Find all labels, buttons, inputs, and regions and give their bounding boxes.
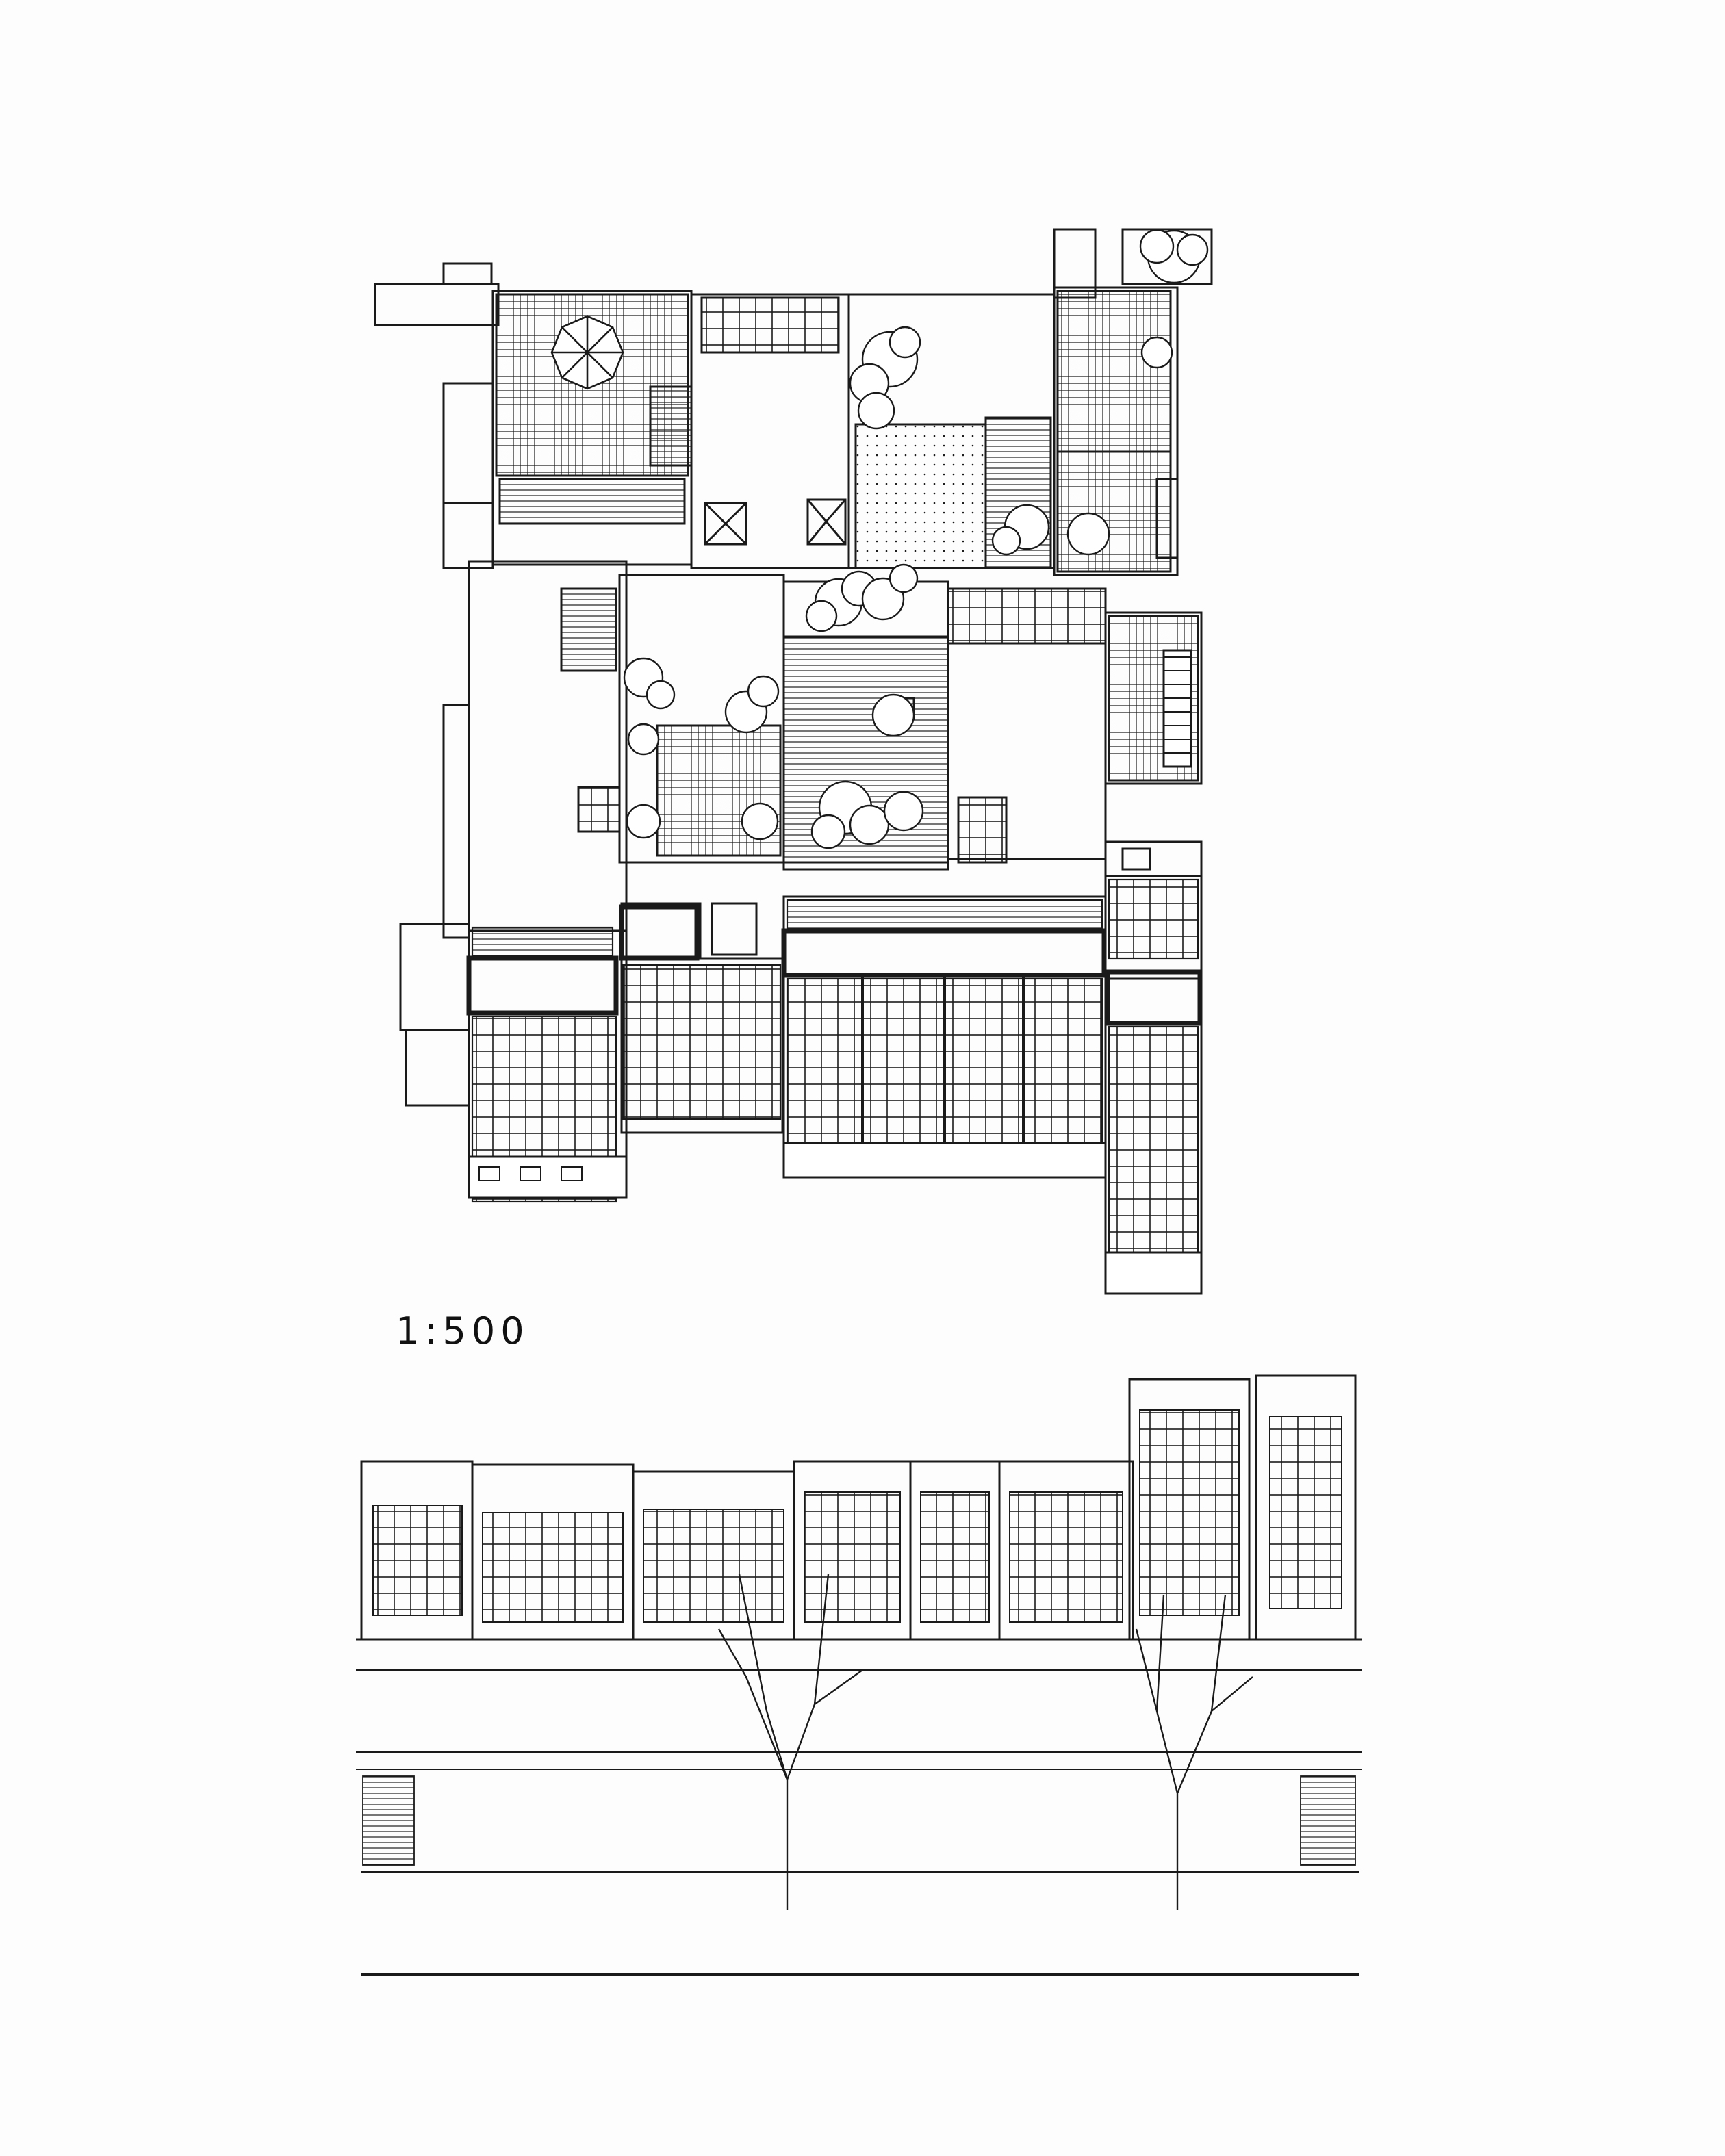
umbrella-symbol [550,315,624,390]
street-elevation [356,1374,1362,1976]
plan-trees [623,229,1209,849]
scale-label: 1:500 [396,1309,530,1352]
street-trees [717,1574,1253,1910]
elevation-windows [372,1409,1342,1623]
site-plan [374,228,1213,1295]
